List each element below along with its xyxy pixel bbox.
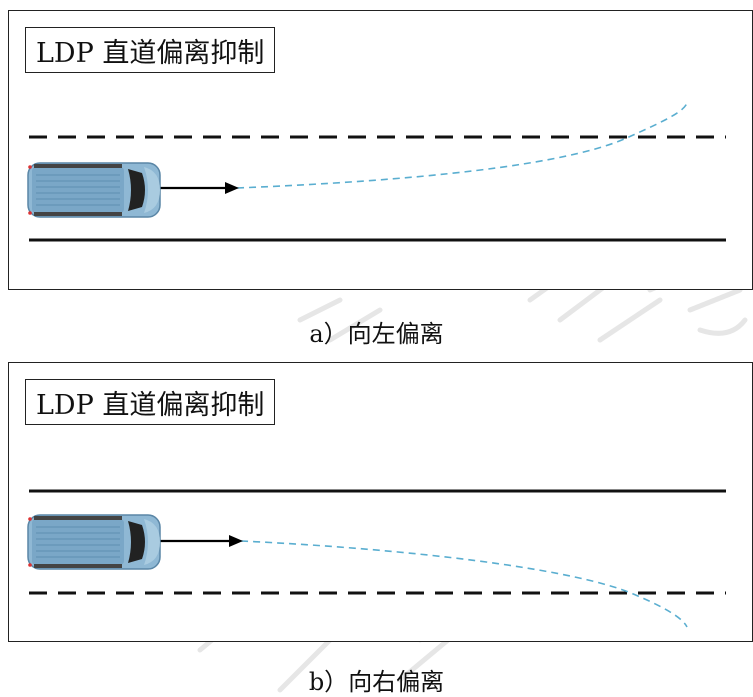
caption-letter: b）: [308, 668, 349, 696]
panel-title: LDP 直道偏离抑制: [25, 27, 276, 73]
road-scene: [27, 102, 726, 242]
direction-arrow-icon: [159, 182, 239, 194]
caption-text: 向左偏离: [347, 320, 444, 348]
departure-trajectory: [236, 102, 688, 189]
caption-letter: a）: [309, 320, 348, 348]
vehicle-top-view-icon: [27, 514, 161, 570]
direction-arrow-icon: [159, 535, 243, 547]
caption-b: b）向右偏离: [0, 662, 753, 697]
caption-text: 向右偏离: [348, 668, 445, 696]
panel-right-departure: LDP 直道偏离抑制: [8, 362, 753, 642]
vehicle-top-view-icon: [27, 162, 161, 218]
departure-trajectory: [240, 540, 688, 628]
panel-title: LDP 直道偏离抑制: [25, 379, 276, 425]
caption-a: a）向左偏离: [0, 314, 753, 349]
road-scene: [27, 489, 726, 628]
panel-left-departure: LDP 直道偏离抑制: [8, 10, 753, 290]
